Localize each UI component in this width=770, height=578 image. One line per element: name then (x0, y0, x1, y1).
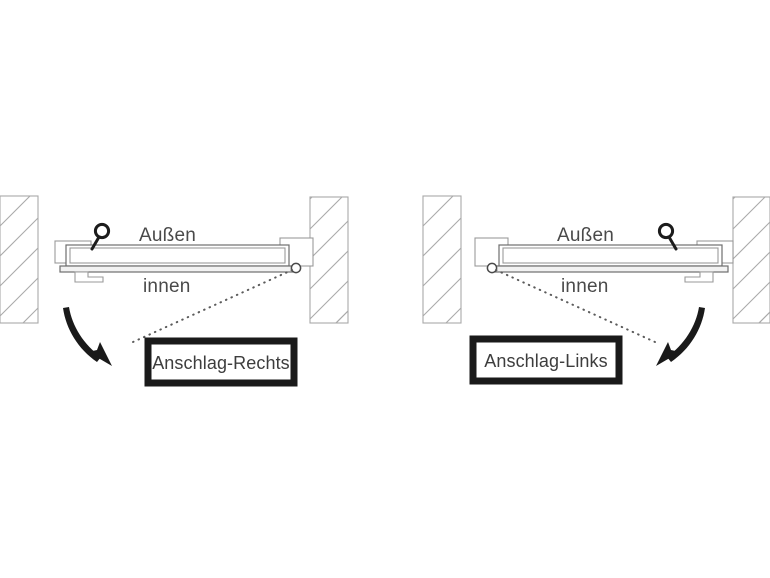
callout-label: Anschlag-Links (484, 351, 607, 371)
wall-right-hatched (732, 196, 770, 324)
inside-label: innen (561, 276, 609, 297)
key-cylinder-icon (90, 222, 111, 251)
door-leaf-inner-panel (502, 247, 719, 264)
diagram-anschlag-links: Außen innen Anschlag-Links (422, 195, 770, 385)
wall-hatching (0, 196, 38, 323)
callout-label: Anschlag-Rechts (152, 353, 290, 373)
wall-hatching (733, 197, 770, 323)
outside-label: Außen (557, 225, 614, 246)
hinge-pivot-icon (486, 262, 498, 274)
inside-label: innen (143, 276, 191, 297)
door-leaf-inner-panel (69, 247, 286, 264)
wall-left-hatched (0, 195, 39, 324)
door-sill-strip (59, 265, 295, 273)
dotted-leader-line-icon (495, 269, 656, 343)
dotted-leader-line-icon (132, 269, 293, 343)
diagram-anschlag-rechts: Außen innen Anschlag-Rechts (0, 195, 349, 387)
latch-bracket (684, 271, 714, 283)
callout-anschlag-rechts: Anschlag-Rechts (144, 337, 298, 387)
hinge-pivot-icon (290, 262, 302, 274)
door-sill-strip (493, 265, 729, 273)
swing-direction-arrow-icon (63, 307, 112, 366)
outside-label: Außen (139, 225, 196, 246)
wall-hatching (423, 196, 461, 323)
latch-bracket (74, 271, 104, 283)
key-cylinder-icon (657, 222, 678, 251)
callout-anschlag-links: Anschlag-Links (469, 335, 623, 385)
wall-left-hatched (422, 195, 462, 324)
swing-direction-arrow-icon (656, 307, 705, 366)
